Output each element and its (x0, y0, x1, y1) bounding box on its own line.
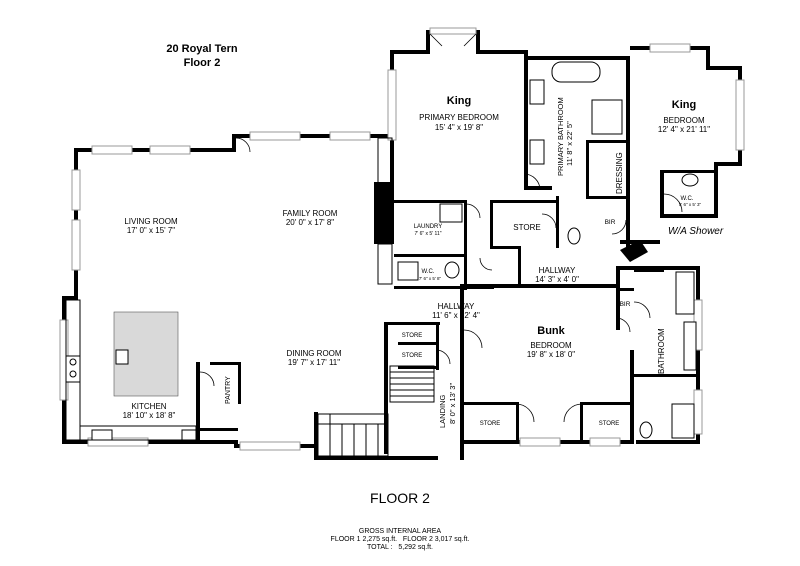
address-title: 20 Royal Tern (166, 43, 238, 55)
store-small1-name: STORE (402, 333, 423, 339)
dining-room-name: DINING ROOM (286, 349, 341, 358)
hallway-upper-name: HALLWAY (539, 266, 576, 275)
store-bunk-left-name: STORE (480, 421, 501, 427)
hallway-upper-dims: 14' 3" x 4' 0" (535, 275, 579, 284)
bunk-bedroom-dims: 19' 8" x 18' 0" (527, 350, 575, 359)
king-bedroom-dims: 12' 4" x 21' 11" (658, 125, 710, 134)
landing-name: LANDING (438, 394, 447, 428)
bunk-bedroom-tag: Bunk (537, 325, 565, 337)
dining-room-dims: 19' 7" x 17' 11" (288, 358, 340, 367)
living-room-dims: 17' 0" x 15' 7" (127, 226, 175, 235)
hallway-lower-dims: 11' 6" x 12' 4" (432, 311, 480, 320)
fixtures (65, 33, 699, 457)
wc-laundry-name: W.C. (422, 269, 435, 275)
primary-bathroom-name: PRIMARY BATHROOM (556, 97, 565, 176)
primary-bathroom-dims: 11' 8" x 22' 5" (565, 121, 574, 166)
floor-title: FLOOR 2 (370, 490, 430, 506)
wc-laundry-dims: 7' 6" x 5' 8" (419, 276, 442, 281)
king-bedroom-tag: King (672, 99, 696, 111)
hallway-lower-name: HALLWAY (438, 302, 475, 311)
laundry-name: LAUNDRY (414, 224, 443, 230)
bir-top-name: BIR (605, 219, 616, 226)
bathroom-name: BATHROOM (657, 328, 666, 374)
primary-bedroom-dims: 15' 4" x 19' 8" (435, 123, 483, 132)
living-room-name: LIVING ROOM (124, 217, 178, 226)
primary-bedroom-name: PRIMARY BEDROOM (419, 113, 499, 122)
wc-king-name: W.C. (681, 196, 694, 202)
staircase-upper (389, 365, 435, 403)
windows (59, 27, 745, 451)
store-small2-name: STORE (402, 353, 423, 359)
pantry-name: PANTRY (225, 376, 232, 404)
primary-bedroom-tag: King (447, 95, 471, 107)
wc-king-dims: 5' 6" x 5' 3" (679, 202, 702, 207)
wa-shower-label: W/A Shower (668, 226, 724, 237)
landing-dims: 8' 0" x 13' 3" (448, 383, 457, 424)
staircase-lower (317, 413, 389, 457)
store-top-name: STORE (513, 223, 540, 232)
family-room-dims: 20' 0" x 17' 8" (286, 218, 334, 227)
gross-area-title: GROSS INTERNAL AREA (358, 528, 442, 535)
store-bunk-right-name: STORE (599, 421, 620, 427)
dressing-name: DRESSING (615, 152, 624, 194)
gross-area-total: TOTAL : 5,292 sq.ft. (366, 544, 433, 551)
kitchen-name: KITCHEN (131, 402, 166, 411)
bir-bunk-name: BIR (620, 301, 631, 308)
floor-subtitle: Floor 2 (184, 57, 221, 69)
gross-area-floors: FLOOR 1 2,275 sq.ft. FLOOR 2 3,017 sq.ft… (330, 536, 470, 543)
kitchen-dims: 18' 10" x 18' 8" (123, 411, 176, 420)
family-room-name: FAMILY ROOM (283, 209, 338, 218)
laundry-dims: 7' 6" x 5' 11" (414, 231, 441, 237)
king-bedroom-name: BEDROOM (663, 116, 705, 125)
bunk-bedroom-name: BEDROOM (530, 341, 572, 350)
